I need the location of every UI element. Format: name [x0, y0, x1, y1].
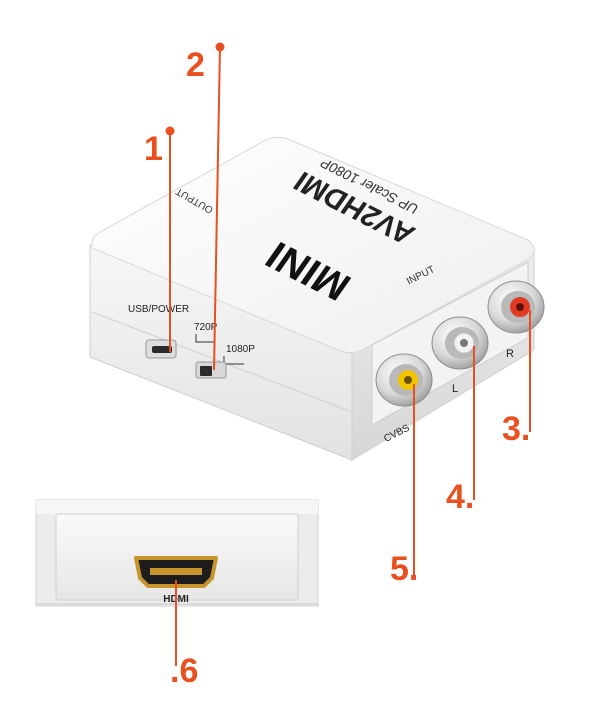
rca-jack-cvbs: [375, 353, 433, 407]
callout-3: 3.: [502, 410, 530, 448]
device-top-face: [91, 136, 535, 354]
callout-4: 4.: [446, 478, 474, 516]
switch-720p-label: 720P: [194, 322, 218, 333]
rca-jack-right: [487, 280, 545, 334]
callout-6: .6: [170, 652, 198, 690]
usb-port: [145, 339, 177, 359]
r-label: R: [506, 348, 514, 360]
callout-5: 5.: [390, 550, 418, 588]
callout-lines: [165, 42, 531, 666]
callout-1: 1: [144, 130, 163, 168]
switch-1080p-label: 1080P: [226, 344, 255, 355]
resolution-switch: [195, 361, 227, 379]
hdmi-port: [134, 556, 218, 588]
callout-2: 2: [186, 46, 205, 84]
usb-power-label: USB/POWER: [128, 304, 189, 315]
l-label: L: [452, 383, 458, 395]
rca-jack-left: [431, 316, 489, 370]
